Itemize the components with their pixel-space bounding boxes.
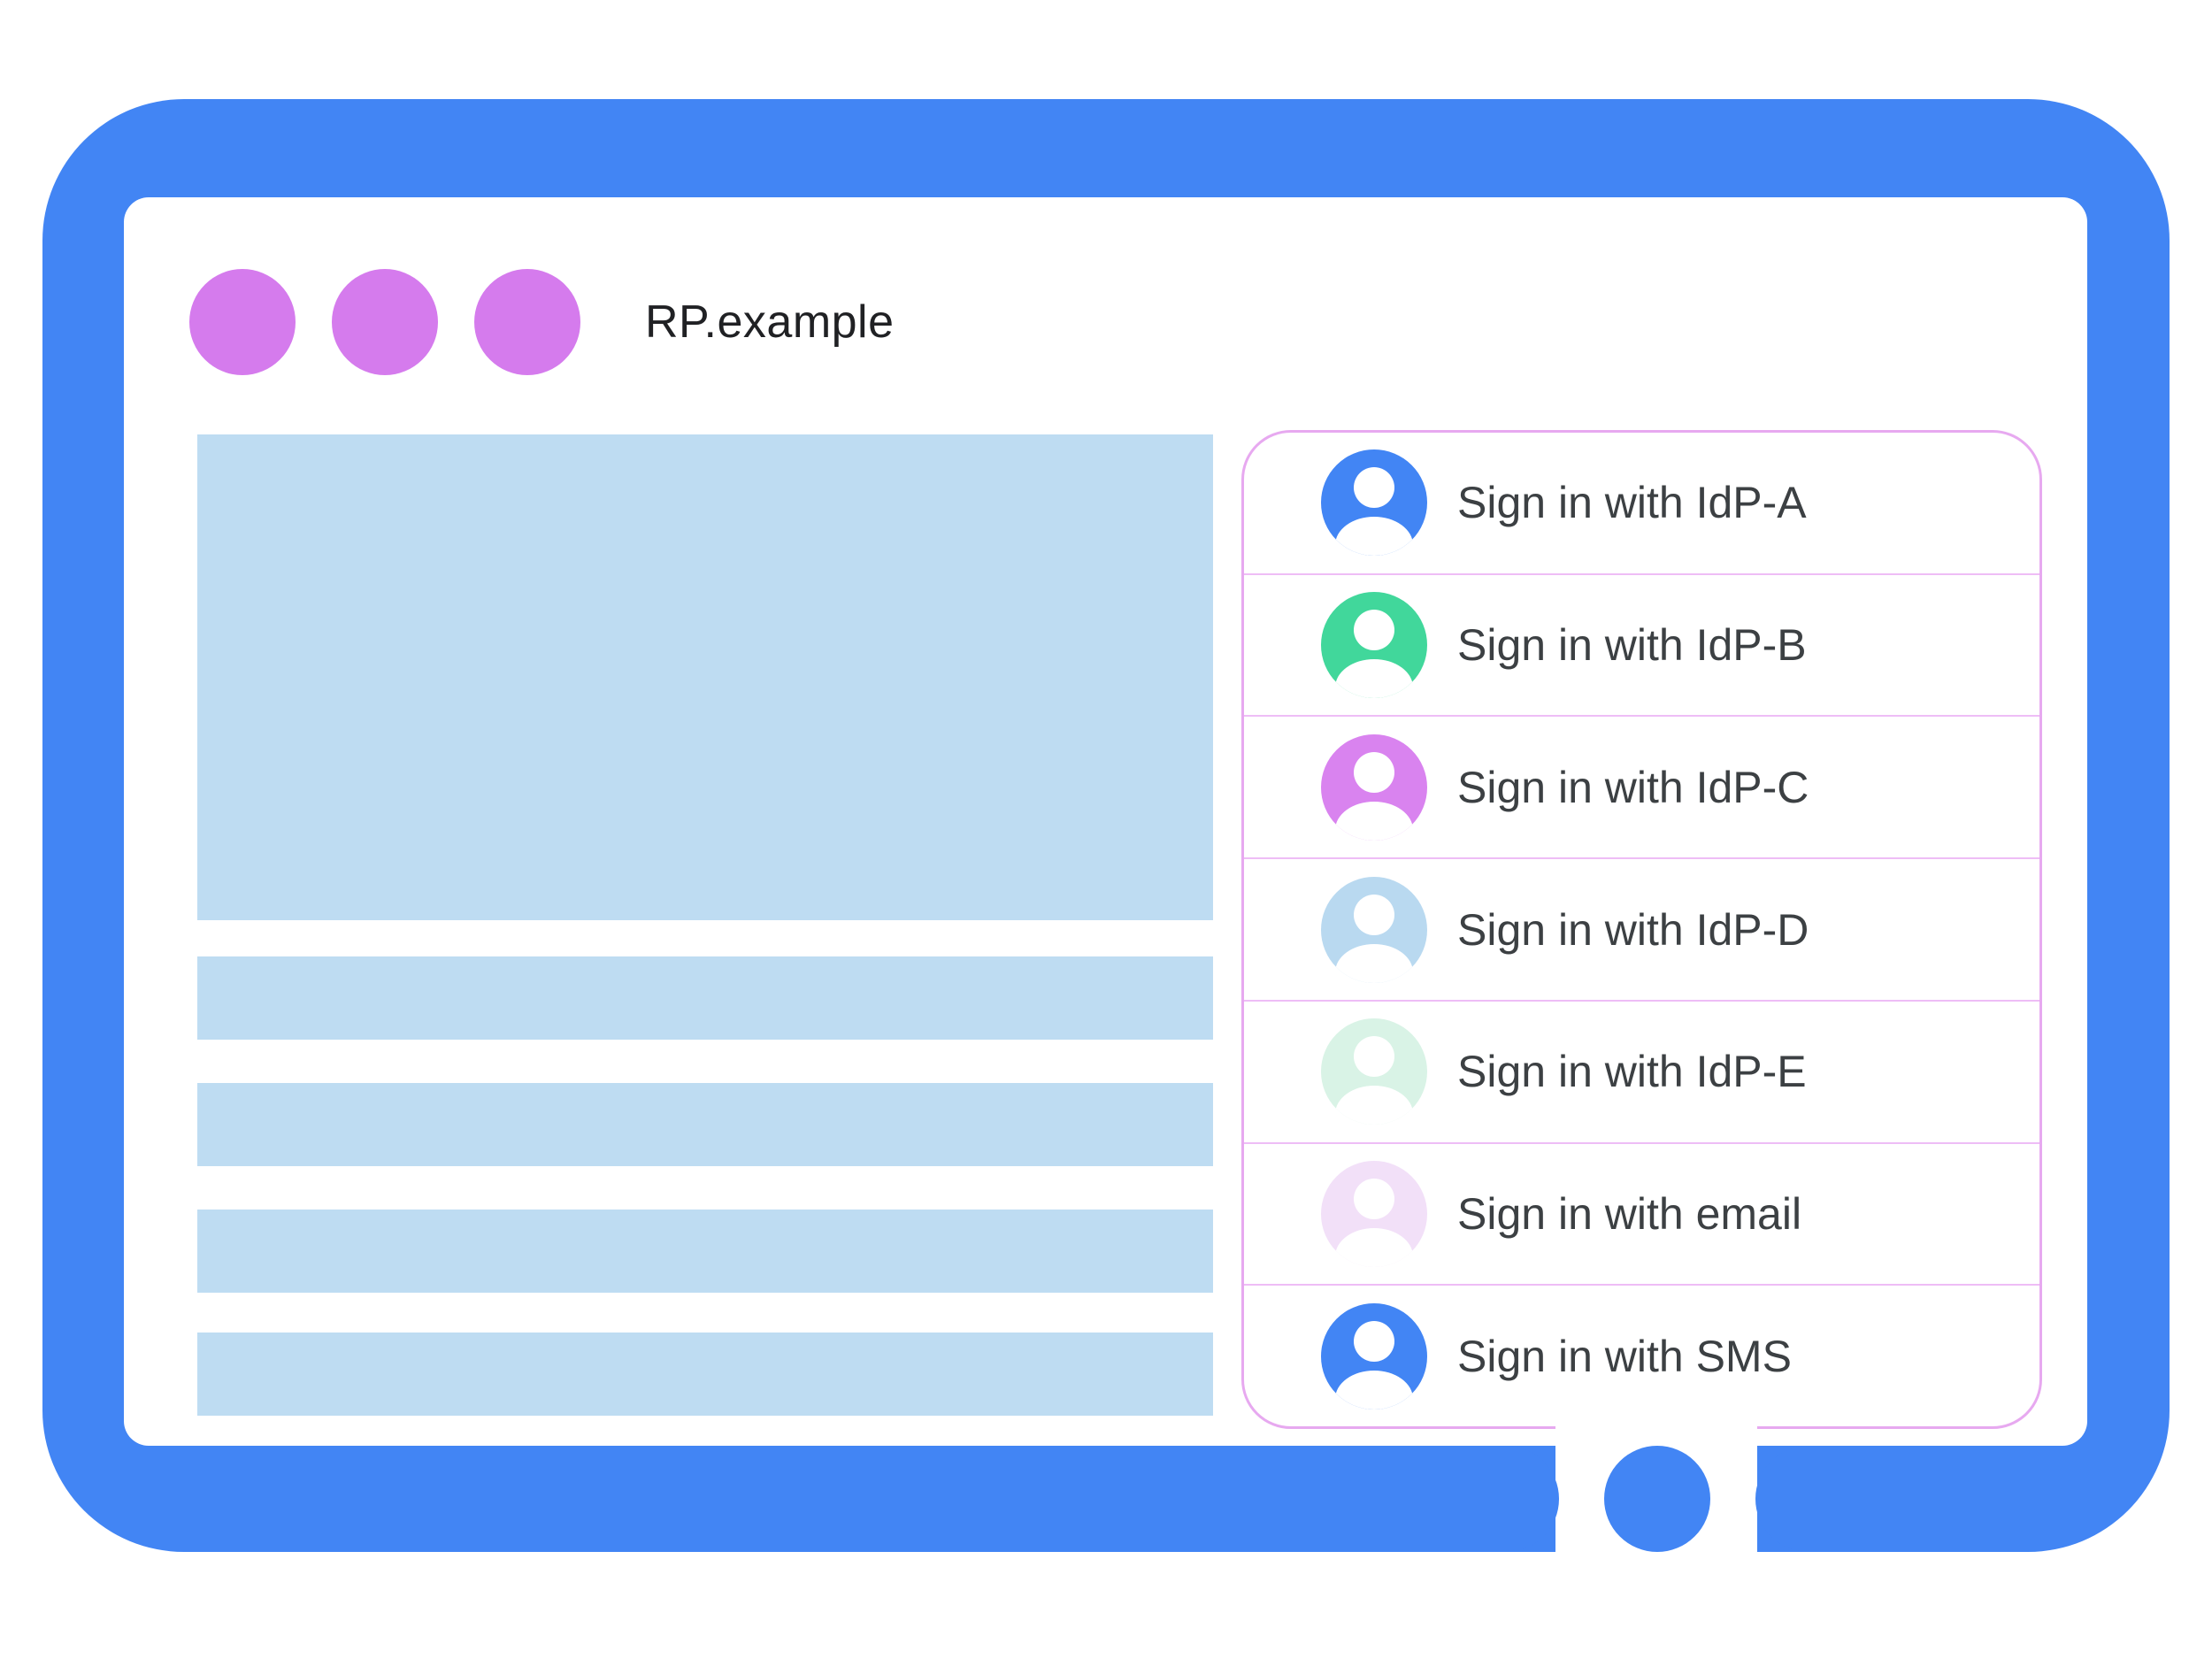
signin-option-label: Sign in with IdP-C (1457, 762, 1809, 812)
avatar-torso (1335, 517, 1413, 557)
bezel-bar-end-left (1460, 1446, 1559, 1552)
signin-option-idp-b[interactable]: Sign in with IdP-B (1244, 575, 2039, 718)
user-avatar-icon (1321, 876, 1427, 983)
avatar-torso (1335, 801, 1413, 841)
user-avatar-icon (1321, 1018, 1427, 1125)
avatar-torso (1335, 1370, 1413, 1409)
avatar-torso (1335, 943, 1413, 983)
avatar-head (1354, 894, 1394, 935)
avatar-head (1354, 1320, 1394, 1362)
avatar-torso (1335, 1086, 1413, 1125)
signin-option-idp-d[interactable]: Sign in with IdP-D (1244, 859, 2039, 1002)
signin-option-label: Sign in with IdP-E (1457, 1047, 1807, 1097)
browser-topbar: RP.example (189, 269, 895, 375)
avatar-torso (1335, 659, 1413, 699)
avatar-head (1354, 751, 1394, 793)
site-title: RP.example (645, 296, 895, 348)
text-line-placeholder (197, 956, 1213, 1040)
account-chooser-panel: Sign in with IdP-A Sign in with IdP-B Si… (1241, 430, 2042, 1429)
user-avatar-icon (1321, 733, 1427, 841)
signin-option-email[interactable]: Sign in with email (1244, 1144, 2039, 1286)
user-avatar-icon (1321, 592, 1427, 699)
bezel-bar-end-right (1755, 1446, 1855, 1552)
signin-option-label: Sign in with IdP-D (1457, 904, 1809, 955)
avatar-torso (1335, 1227, 1413, 1267)
signin-option-sms[interactable]: Sign in with SMS (1244, 1286, 2039, 1426)
user-avatar-icon (1321, 449, 1427, 557)
window-control-dot[interactable] (332, 269, 438, 375)
browser-window: RP.example Sign in with IdP-A Sign in wi… (124, 197, 2087, 1446)
avatar-head (1354, 467, 1394, 509)
hero-content-placeholder (197, 434, 1213, 920)
home-button[interactable] (1604, 1446, 1710, 1552)
signin-option-idp-a[interactable]: Sign in with IdP-A (1244, 433, 2039, 575)
window-control-dot[interactable] (474, 269, 580, 375)
text-line-placeholder (197, 1083, 1213, 1166)
user-avatar-icon (1321, 1302, 1427, 1409)
avatar-head (1354, 1178, 1394, 1219)
signin-option-label: Sign in with IdP-B (1457, 620, 1807, 671)
window-control-dot[interactable] (189, 269, 296, 375)
signin-option-label: Sign in with SMS (1457, 1331, 1792, 1381)
signin-option-idp-c[interactable]: Sign in with IdP-C (1244, 717, 2039, 860)
signin-option-label: Sign in with IdP-A (1457, 478, 1807, 528)
text-line-placeholder (197, 1333, 1213, 1416)
avatar-head (1354, 610, 1394, 651)
user-avatar-icon (1321, 1160, 1427, 1267)
text-line-placeholder (197, 1210, 1213, 1293)
signin-option-label: Sign in with email (1457, 1188, 1802, 1239)
avatar-head (1354, 1036, 1394, 1078)
signin-option-idp-e[interactable]: Sign in with IdP-E (1244, 1002, 2039, 1144)
